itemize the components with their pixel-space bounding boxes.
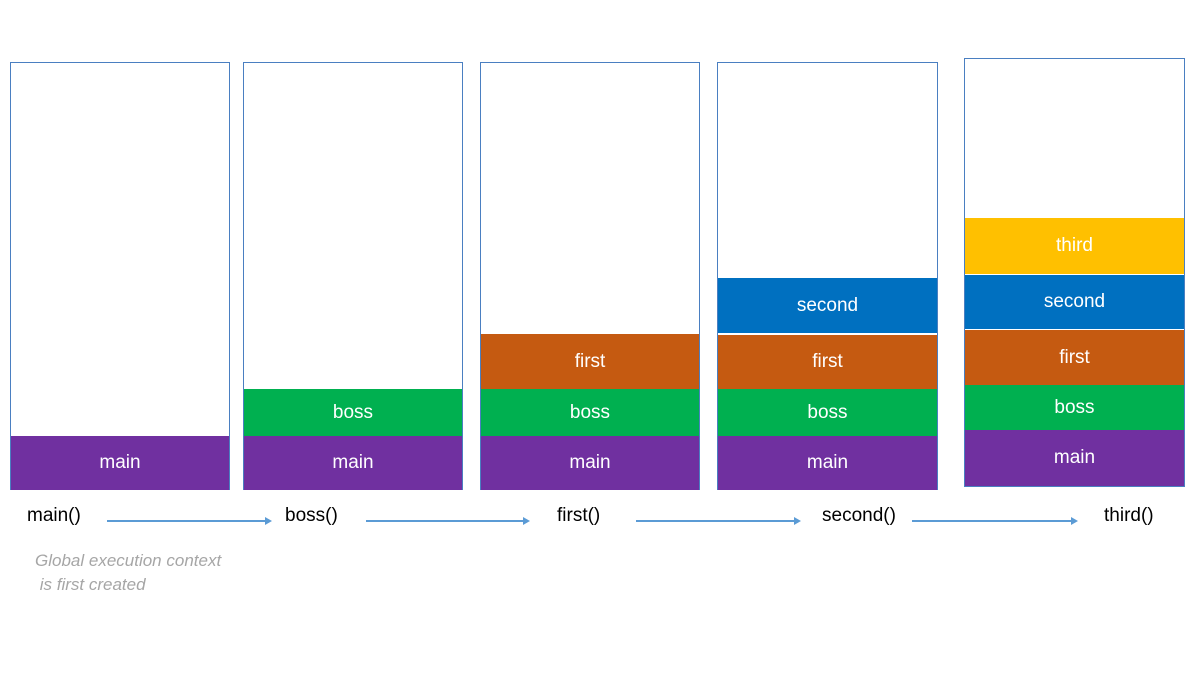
frame-boss: boss: [965, 385, 1184, 430]
frame-label: main: [99, 452, 141, 473]
frame-label: main: [1053, 447, 1096, 468]
frame-main: main: [481, 436, 699, 490]
arrow-icon: [912, 517, 1078, 525]
frame-main: main: [718, 436, 937, 490]
stack-main: main: [10, 62, 230, 490]
frame-label: first: [574, 350, 606, 372]
arrow-icon: [107, 517, 272, 525]
stack-boss: main boss: [243, 62, 463, 490]
arrow-icon: [366, 517, 530, 525]
frame-main: main: [244, 436, 462, 490]
frame-label: boss: [807, 401, 848, 423]
frame-second: second: [718, 278, 937, 333]
frame-boss: boss: [244, 389, 462, 436]
frame-boss: boss: [718, 389, 937, 436]
frame-label: boss: [1054, 396, 1095, 418]
frame-label: first: [812, 351, 843, 372]
frame-second: second: [965, 274, 1184, 329]
global-context-note: Global execution context is first create…: [35, 549, 221, 597]
stack-second: main boss first second: [717, 62, 938, 490]
call-label-main: main(): [27, 505, 81, 526]
frame-first: first: [718, 334, 937, 389]
stack-first: main boss first: [480, 62, 700, 490]
note-line-2: is first created: [35, 575, 146, 594]
frame-boss: boss: [481, 389, 699, 436]
frame-label: main: [806, 452, 849, 473]
frame-main: main: [965, 430, 1184, 486]
frame-label: third: [1056, 235, 1093, 256]
frame-label: second: [1043, 291, 1106, 312]
stack-third: main boss first second third: [964, 58, 1185, 487]
frame-first: first: [481, 334, 699, 389]
call-label-boss: boss(): [285, 505, 338, 526]
frame-first: first: [965, 329, 1184, 385]
frame-label: boss: [332, 401, 374, 423]
call-label-third: third(): [1104, 505, 1154, 526]
call-label-first: first(): [557, 505, 601, 526]
frame-label: boss: [569, 401, 611, 423]
frame-label: first: [1059, 346, 1090, 368]
frame-label: main: [332, 452, 374, 473]
call-label-second: second(): [822, 505, 896, 526]
frame-label: second: [796, 294, 859, 316]
note-line-1: Global execution context: [35, 551, 222, 570]
frame-third: third: [965, 218, 1184, 274]
frame-label: main: [569, 452, 611, 473]
arrow-icon: [636, 517, 801, 525]
frame-main: main: [11, 436, 229, 490]
